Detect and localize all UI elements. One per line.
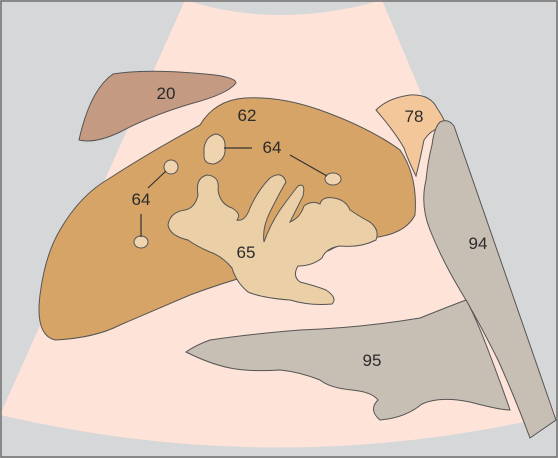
label-78: 78 bbox=[405, 107, 424, 126]
structure-65 bbox=[167, 174, 378, 305]
label-62: 62 bbox=[238, 106, 257, 125]
cyst-64-left-lower bbox=[133, 235, 149, 249]
cyst-64-left-upper bbox=[163, 159, 179, 175]
label-94: 94 bbox=[469, 234, 488, 253]
structure-95 bbox=[185, 299, 511, 421]
structure-20 bbox=[78, 70, 237, 142]
label-20: 20 bbox=[157, 84, 176, 103]
leader-line-64-right bbox=[289, 154, 328, 177]
leader-line-64-left-upper bbox=[147, 170, 167, 189]
label-65: 65 bbox=[237, 243, 256, 262]
structure-94 bbox=[423, 120, 557, 439]
cyst-64-right bbox=[324, 172, 342, 186]
structure-78 bbox=[375, 94, 447, 178]
label-64-left: 64 bbox=[132, 190, 151, 209]
label-95: 95 bbox=[363, 351, 382, 370]
label-64-upper: 64 bbox=[263, 138, 282, 157]
